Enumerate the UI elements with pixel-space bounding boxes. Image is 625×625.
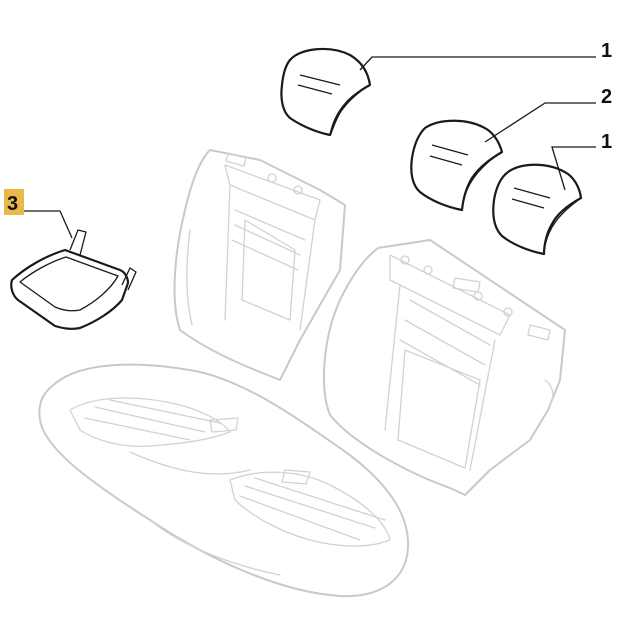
headrest-middle xyxy=(410,119,504,212)
callout-number-headrest-middle: 2 xyxy=(601,86,612,108)
callout-highlight xyxy=(4,189,24,215)
leader-line-headrest-top xyxy=(359,56,596,71)
callout-number-headrest-right: 1 xyxy=(601,131,612,153)
leader-line-headrest-right xyxy=(551,146,596,191)
left-backrest-ghost xyxy=(173,149,346,381)
headrest-right xyxy=(492,163,583,256)
callout-number-headrest-top: 1 xyxy=(601,40,612,62)
right-backrest-ghost xyxy=(323,239,566,496)
headrest-top xyxy=(280,47,372,137)
armrest-cushion xyxy=(10,229,137,330)
callout-number-armrest: 3 xyxy=(7,193,18,215)
seat-cushion-ghost xyxy=(38,363,410,598)
leader-line-headrest-middle xyxy=(484,102,596,143)
leader-line-armrest xyxy=(24,210,73,239)
